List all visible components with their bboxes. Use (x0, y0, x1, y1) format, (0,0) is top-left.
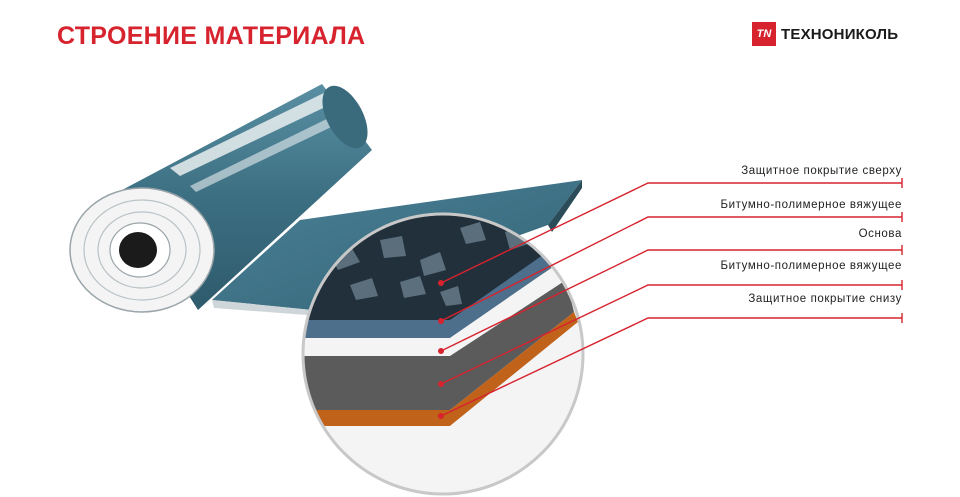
logo-mark-icon: TN (752, 22, 776, 46)
layer-label-3: Основа (858, 228, 902, 240)
callout-line-2 (438, 212, 903, 324)
callout-line-1 (438, 178, 903, 286)
cross-section-magnifier (303, 214, 583, 494)
layer-label-1: Защитное покрытие сверху (741, 165, 902, 177)
callout-line-5 (438, 313, 903, 419)
page-title: СТРОЕНИЕ МАТЕРИАЛА (57, 22, 366, 50)
brand-logo: TN ТЕХНОНИКОЛЬ (752, 22, 898, 46)
callout-lines (438, 178, 903, 419)
membrane-roll (69, 84, 372, 313)
callout-line-3 (438, 245, 903, 354)
layer-label-5: Защитное покрытие снизу (748, 293, 902, 305)
magnifier-ring (301, 212, 585, 496)
callout-line-4 (438, 280, 903, 387)
layer-label-2: Битумно-полимерное вяжущее (720, 199, 902, 211)
logo-text: ТЕХНОНИКОЛЬ (781, 25, 899, 43)
layer-label-4: Битумно-полимерное вяжущее (720, 260, 902, 272)
